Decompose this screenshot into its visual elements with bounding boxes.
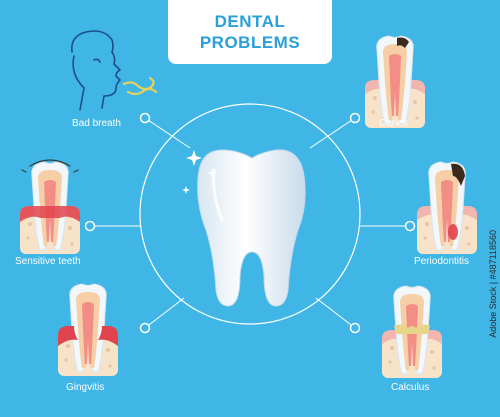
label-caries: Caries	[379, 118, 408, 129]
vibration-icon	[21, 159, 79, 173]
central-tooth-icon	[197, 149, 306, 307]
connector-dot	[84, 220, 96, 232]
title-line-2: PROBLEMS	[199, 33, 301, 52]
label-gingvitis: Gingvitis	[66, 382, 105, 393]
label-bad-breath: Bad breath	[72, 118, 121, 129]
connector-dot	[349, 112, 361, 124]
label-periodontitis: Periodontitis	[414, 256, 470, 267]
connector-dot	[349, 322, 361, 334]
center-circle	[139, 103, 361, 325]
sensitive-tooth-icon	[19, 161, 81, 255]
connector-dot	[139, 322, 151, 334]
gingvitis-tooth-icon	[57, 283, 119, 377]
connector-dot	[139, 112, 151, 124]
connector-dot	[404, 220, 416, 232]
watermark: Adobe Stock | #487118560	[488, 230, 498, 338]
caries-tooth-icon	[364, 35, 426, 129]
sparkle-icon	[182, 150, 217, 194]
label-sensitive-teeth: Sensitive teeth	[15, 256, 81, 267]
calculus-tooth-icon	[381, 285, 443, 379]
title-line-1: DENTAL	[214, 12, 286, 31]
periodontitis-tooth-icon	[416, 161, 478, 255]
title-panel: DENTAL PROBLEMS	[168, 0, 332, 64]
label-calculus: Calculus	[391, 382, 430, 393]
head-profile-icon	[70, 30, 121, 111]
odor-icon	[122, 76, 158, 96]
